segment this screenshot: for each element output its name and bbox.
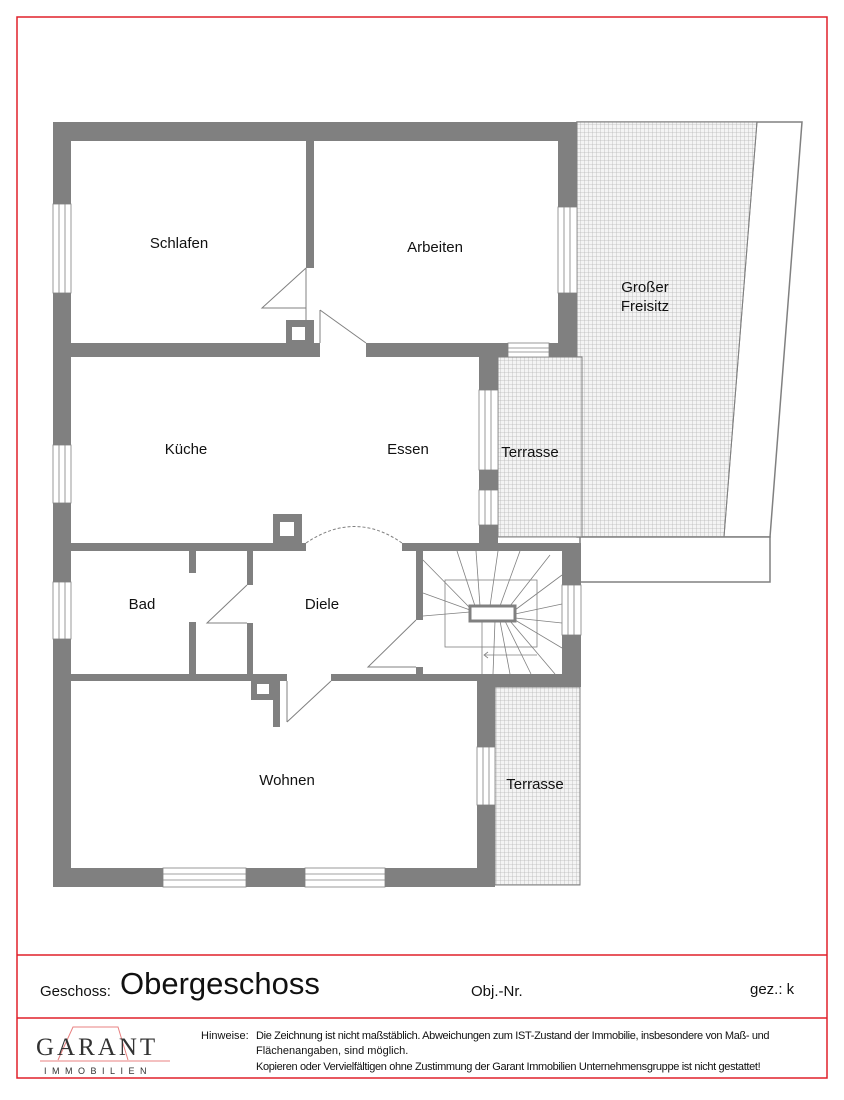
hinweise-label: Hinweise: xyxy=(201,1030,249,1042)
room-label-freisitz-1: Großer xyxy=(621,279,669,296)
page-frame xyxy=(16,16,828,1079)
room-label-kueche: Küche xyxy=(165,441,208,458)
hinweise-line-3: Kopieren oder Vervielfältigen ohne Zusti… xyxy=(256,1061,761,1073)
room-label-essen: Essen xyxy=(387,441,429,458)
doors xyxy=(205,267,417,723)
chimneys xyxy=(257,327,305,694)
hinweise-line-2: Flächenangaben, sind möglich. xyxy=(256,1045,409,1057)
grosser-freisitz xyxy=(576,121,803,583)
room-label-wohnen: Wohnen xyxy=(259,772,315,789)
windows xyxy=(52,203,582,888)
room-label-freisitz-2: Freisitz xyxy=(621,298,669,315)
room-label-terrasse-1: Terrasse xyxy=(501,444,559,461)
room-label-bad: Bad xyxy=(129,596,156,613)
room-label-diele: Diele xyxy=(305,596,339,613)
gez-label: gez.: k xyxy=(750,981,795,998)
garant-logo-sub: IMMOBILIEN xyxy=(44,1066,153,1076)
objnr-label: Obj.-Nr. xyxy=(471,983,523,1000)
room-label-arbeiten: Arbeiten xyxy=(407,239,463,256)
hinweise-line-1: Die Zeichnung ist nicht maßstäblich. Abw… xyxy=(256,1030,770,1042)
garant-logo-roof xyxy=(40,1026,170,1062)
terrasse-2 xyxy=(494,686,581,886)
garant-logo: GARANT xyxy=(36,1034,159,1061)
room-label-schlafen: Schlafen xyxy=(150,235,208,252)
geschoss-label: Geschoss: xyxy=(40,983,111,1000)
staircase xyxy=(422,550,563,675)
geschoss-value: Obergeschoss xyxy=(120,966,320,1001)
room-label-terrasse-2: Terrasse xyxy=(506,776,564,793)
